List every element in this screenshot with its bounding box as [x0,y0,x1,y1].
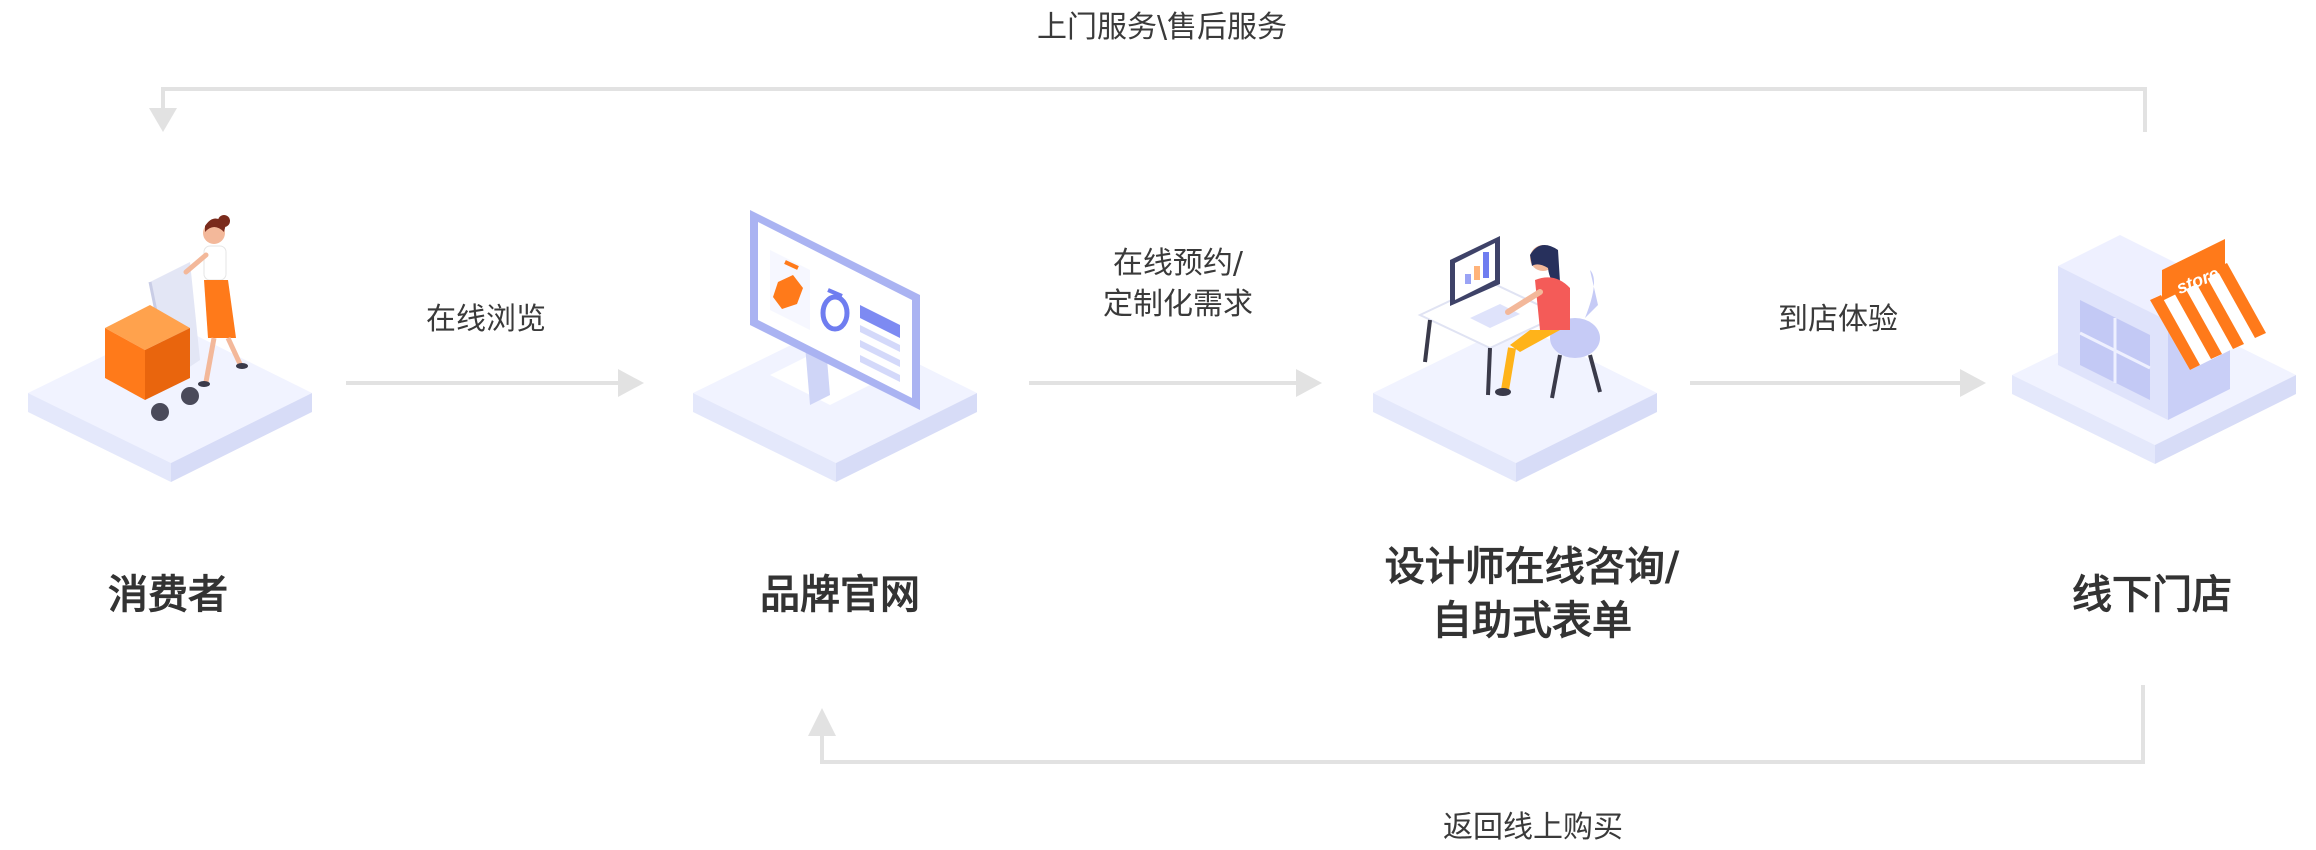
step-arrow-1 [346,369,644,397]
node-label-designer: 设计师在线咨询/ 自助式表单 [1385,540,1680,648]
bottom-feedback-label: 返回线上购买 [1443,810,1623,845]
step-label-booking-line2: 定制化需求 [1103,286,1253,322]
node-label-designer-line1: 设计师在线咨询/ [1384,544,1680,590]
bottom-feedback-arrow [808,685,2145,764]
node-label-brand-site: 品牌官网 [760,572,920,618]
step-label-booking-line1: 在线预约/ [1112,246,1244,281]
step-label-browse: 在线浏览 [426,302,546,337]
top-feedback-label: 上门服务\售后服务 [1036,10,1288,45]
step-arrow-2 [1029,369,1322,397]
shopping-cart-person-icon [28,215,312,482]
node-label-designer-line2: 自助式表单 [1431,598,1632,644]
top-feedback-arrow [149,87,2147,132]
step-label-booking: 在线预约/ 定制化需求 [1103,244,1253,325]
node-label-store: 线下门店 [2072,572,2232,618]
step-label-visit: 到店体验 [1778,302,1898,337]
node-label-consumer: 消费者 [108,572,228,618]
store-building-icon: store [2012,235,2296,464]
designer-at-desk-icon [1373,236,1657,482]
computer-monitor-icon [693,210,977,482]
step-arrow-3 [1690,369,1986,397]
